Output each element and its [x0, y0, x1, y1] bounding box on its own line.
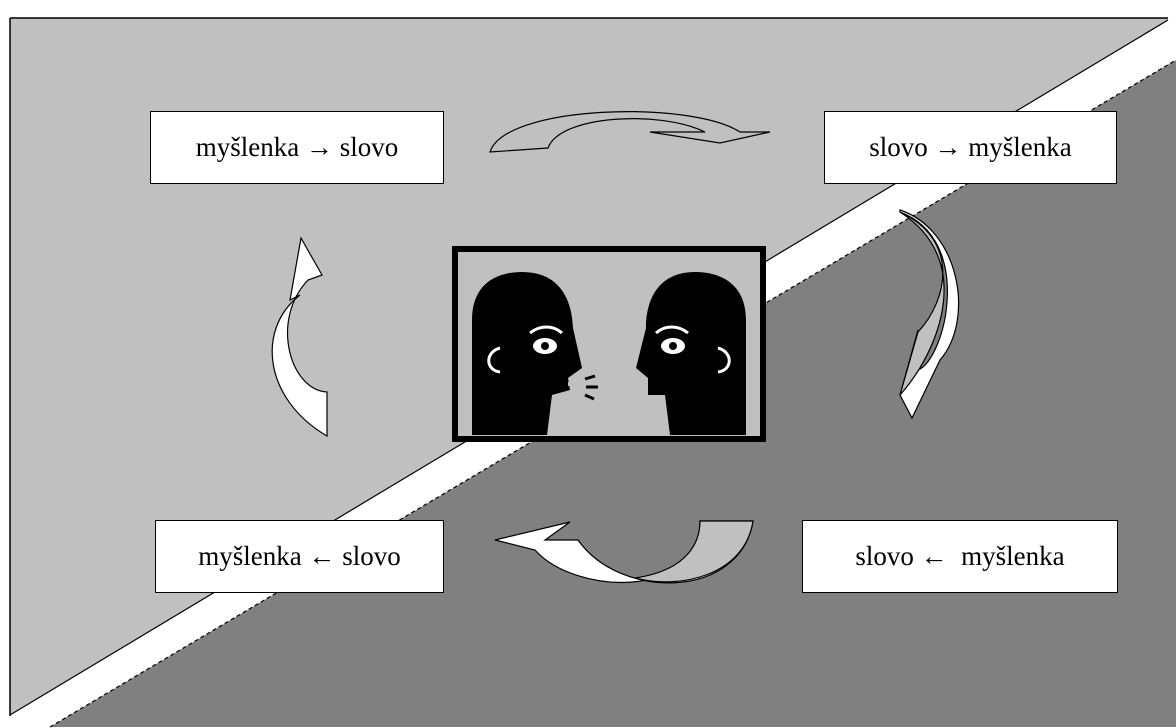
curved-arrow-top-icon — [489, 111, 771, 153]
right-head — [636, 272, 746, 435]
box-word-to-thought: slovo → myšlenka — [824, 111, 1117, 184]
box-thought-from-word: myšlenka ← slovo — [155, 520, 444, 593]
curved-arrow-left-icon — [271, 236, 328, 438]
curved-arrow-right-icon — [899, 209, 960, 420]
speech-marks-icon — [584, 374, 598, 401]
left-head — [472, 272, 582, 435]
box-word-from-thought: slovo ← myšlenka — [802, 520, 1118, 593]
curved-arrow-bottom-icon — [494, 520, 754, 584]
two-faces-talking-icon — [452, 246, 766, 442]
box-thought-to-word: myšlenka → slovo — [150, 111, 444, 184]
